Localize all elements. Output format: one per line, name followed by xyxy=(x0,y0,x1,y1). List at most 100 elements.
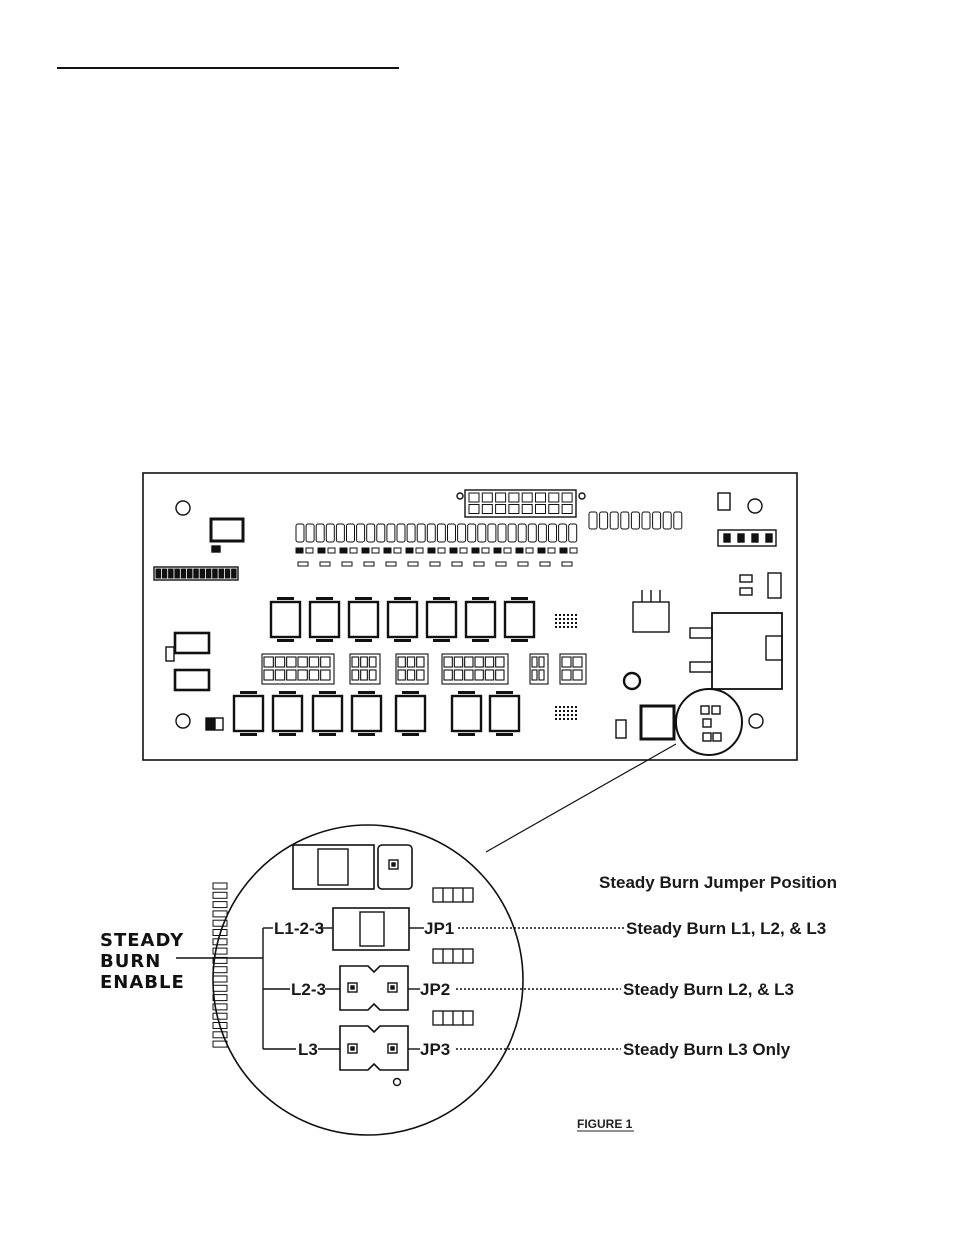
smd-part xyxy=(560,548,567,553)
test-pad xyxy=(571,626,573,628)
test-pad xyxy=(567,622,569,624)
ic-pins xyxy=(433,639,450,642)
test-pad xyxy=(575,706,577,708)
header-pin xyxy=(213,569,218,578)
ic-pins xyxy=(496,691,513,694)
ic-pins xyxy=(240,691,257,694)
ic-pins xyxy=(458,733,475,736)
test-pad xyxy=(555,622,557,624)
test-pad xyxy=(571,718,573,720)
ic-pins xyxy=(277,639,294,642)
test-pad xyxy=(559,614,561,616)
test-pad xyxy=(575,618,577,620)
ic-pins xyxy=(402,691,419,694)
side-label-line-1: STEADY xyxy=(100,930,184,951)
test-pad xyxy=(571,614,573,616)
test-pad xyxy=(559,714,561,716)
header-pin xyxy=(162,569,167,578)
test-pad xyxy=(571,710,573,712)
ic-pins xyxy=(358,733,375,736)
pad-strip xyxy=(213,911,227,917)
ic-pins xyxy=(316,639,333,642)
test-pad xyxy=(555,706,557,708)
test-pad xyxy=(559,618,561,620)
test-pad xyxy=(567,718,569,720)
ic-pins xyxy=(394,597,411,600)
description-jp3: Steady Burn L3 Only xyxy=(623,1040,791,1059)
ic-pins xyxy=(496,733,513,736)
smd-part xyxy=(318,548,325,553)
pin-label-jp3: L3 xyxy=(298,1040,318,1059)
smd-part xyxy=(472,548,479,553)
circuit-board xyxy=(143,473,797,760)
pad-strip xyxy=(213,892,227,898)
test-pad xyxy=(567,614,569,616)
test-pad xyxy=(555,714,557,716)
test-pad xyxy=(575,614,577,616)
header-pin xyxy=(169,569,174,578)
test-pad xyxy=(563,626,565,628)
test-pad xyxy=(563,706,565,708)
test-pad xyxy=(571,622,573,624)
test-pad xyxy=(555,626,557,628)
header-pin xyxy=(200,569,205,578)
test-pad xyxy=(575,718,577,720)
header-pin xyxy=(206,569,211,578)
test-pad xyxy=(571,706,573,708)
test-pad xyxy=(555,618,557,620)
smd-part xyxy=(362,548,369,553)
test-pad xyxy=(563,614,565,616)
ic-pins xyxy=(358,691,375,694)
ic-pins xyxy=(279,691,296,694)
smd-part xyxy=(406,548,413,553)
jumper-name-jp3: JP3 xyxy=(420,1040,450,1059)
ic-pins xyxy=(277,597,294,600)
test-pad xyxy=(567,626,569,628)
ic-pins xyxy=(355,597,372,600)
pad-strip xyxy=(213,902,227,908)
smd-part xyxy=(538,548,545,553)
pad-strip xyxy=(213,883,227,889)
ic-pins xyxy=(319,691,336,694)
smd-part xyxy=(340,548,347,553)
ic-pins xyxy=(319,733,336,736)
side-label-line-2: BURN xyxy=(100,951,161,972)
magnified-view xyxy=(176,825,624,1135)
test-pad xyxy=(563,718,565,720)
test-pad xyxy=(575,710,577,712)
ic-pins xyxy=(433,597,450,600)
ic-pins xyxy=(355,639,372,642)
jumper-name-jp2: JP2 xyxy=(420,980,450,999)
ic-pins xyxy=(472,597,489,600)
ic-pins xyxy=(240,733,257,736)
test-pad xyxy=(563,618,565,620)
header-pin xyxy=(219,569,224,578)
test-pad xyxy=(567,618,569,620)
test-pad xyxy=(575,714,577,716)
description-jp2: Steady Burn L2, & L3 xyxy=(623,980,794,999)
header-pin xyxy=(188,569,193,578)
smd-part xyxy=(428,548,435,553)
test-pad xyxy=(555,718,557,720)
ic-pins xyxy=(458,691,475,694)
pin-label-jp2: L2-3 xyxy=(291,980,326,999)
ic-pins xyxy=(402,733,419,736)
test-pad xyxy=(575,622,577,624)
test-pad xyxy=(575,626,577,628)
header-pin xyxy=(175,569,180,578)
ic-pins xyxy=(511,639,528,642)
header-pin xyxy=(181,569,186,578)
test-pad xyxy=(567,710,569,712)
test-pad xyxy=(559,622,561,624)
test-pad xyxy=(571,714,573,716)
ic-pins xyxy=(279,733,296,736)
header-pin xyxy=(194,569,199,578)
ic-pins xyxy=(472,639,489,642)
jumper-name-jp1: JP1 xyxy=(424,919,454,938)
test-pad xyxy=(559,706,561,708)
header-pin xyxy=(156,569,161,578)
smd-part xyxy=(296,548,303,553)
figure-caption: FIGURE 1 xyxy=(577,1117,633,1131)
test-pad xyxy=(571,618,573,620)
